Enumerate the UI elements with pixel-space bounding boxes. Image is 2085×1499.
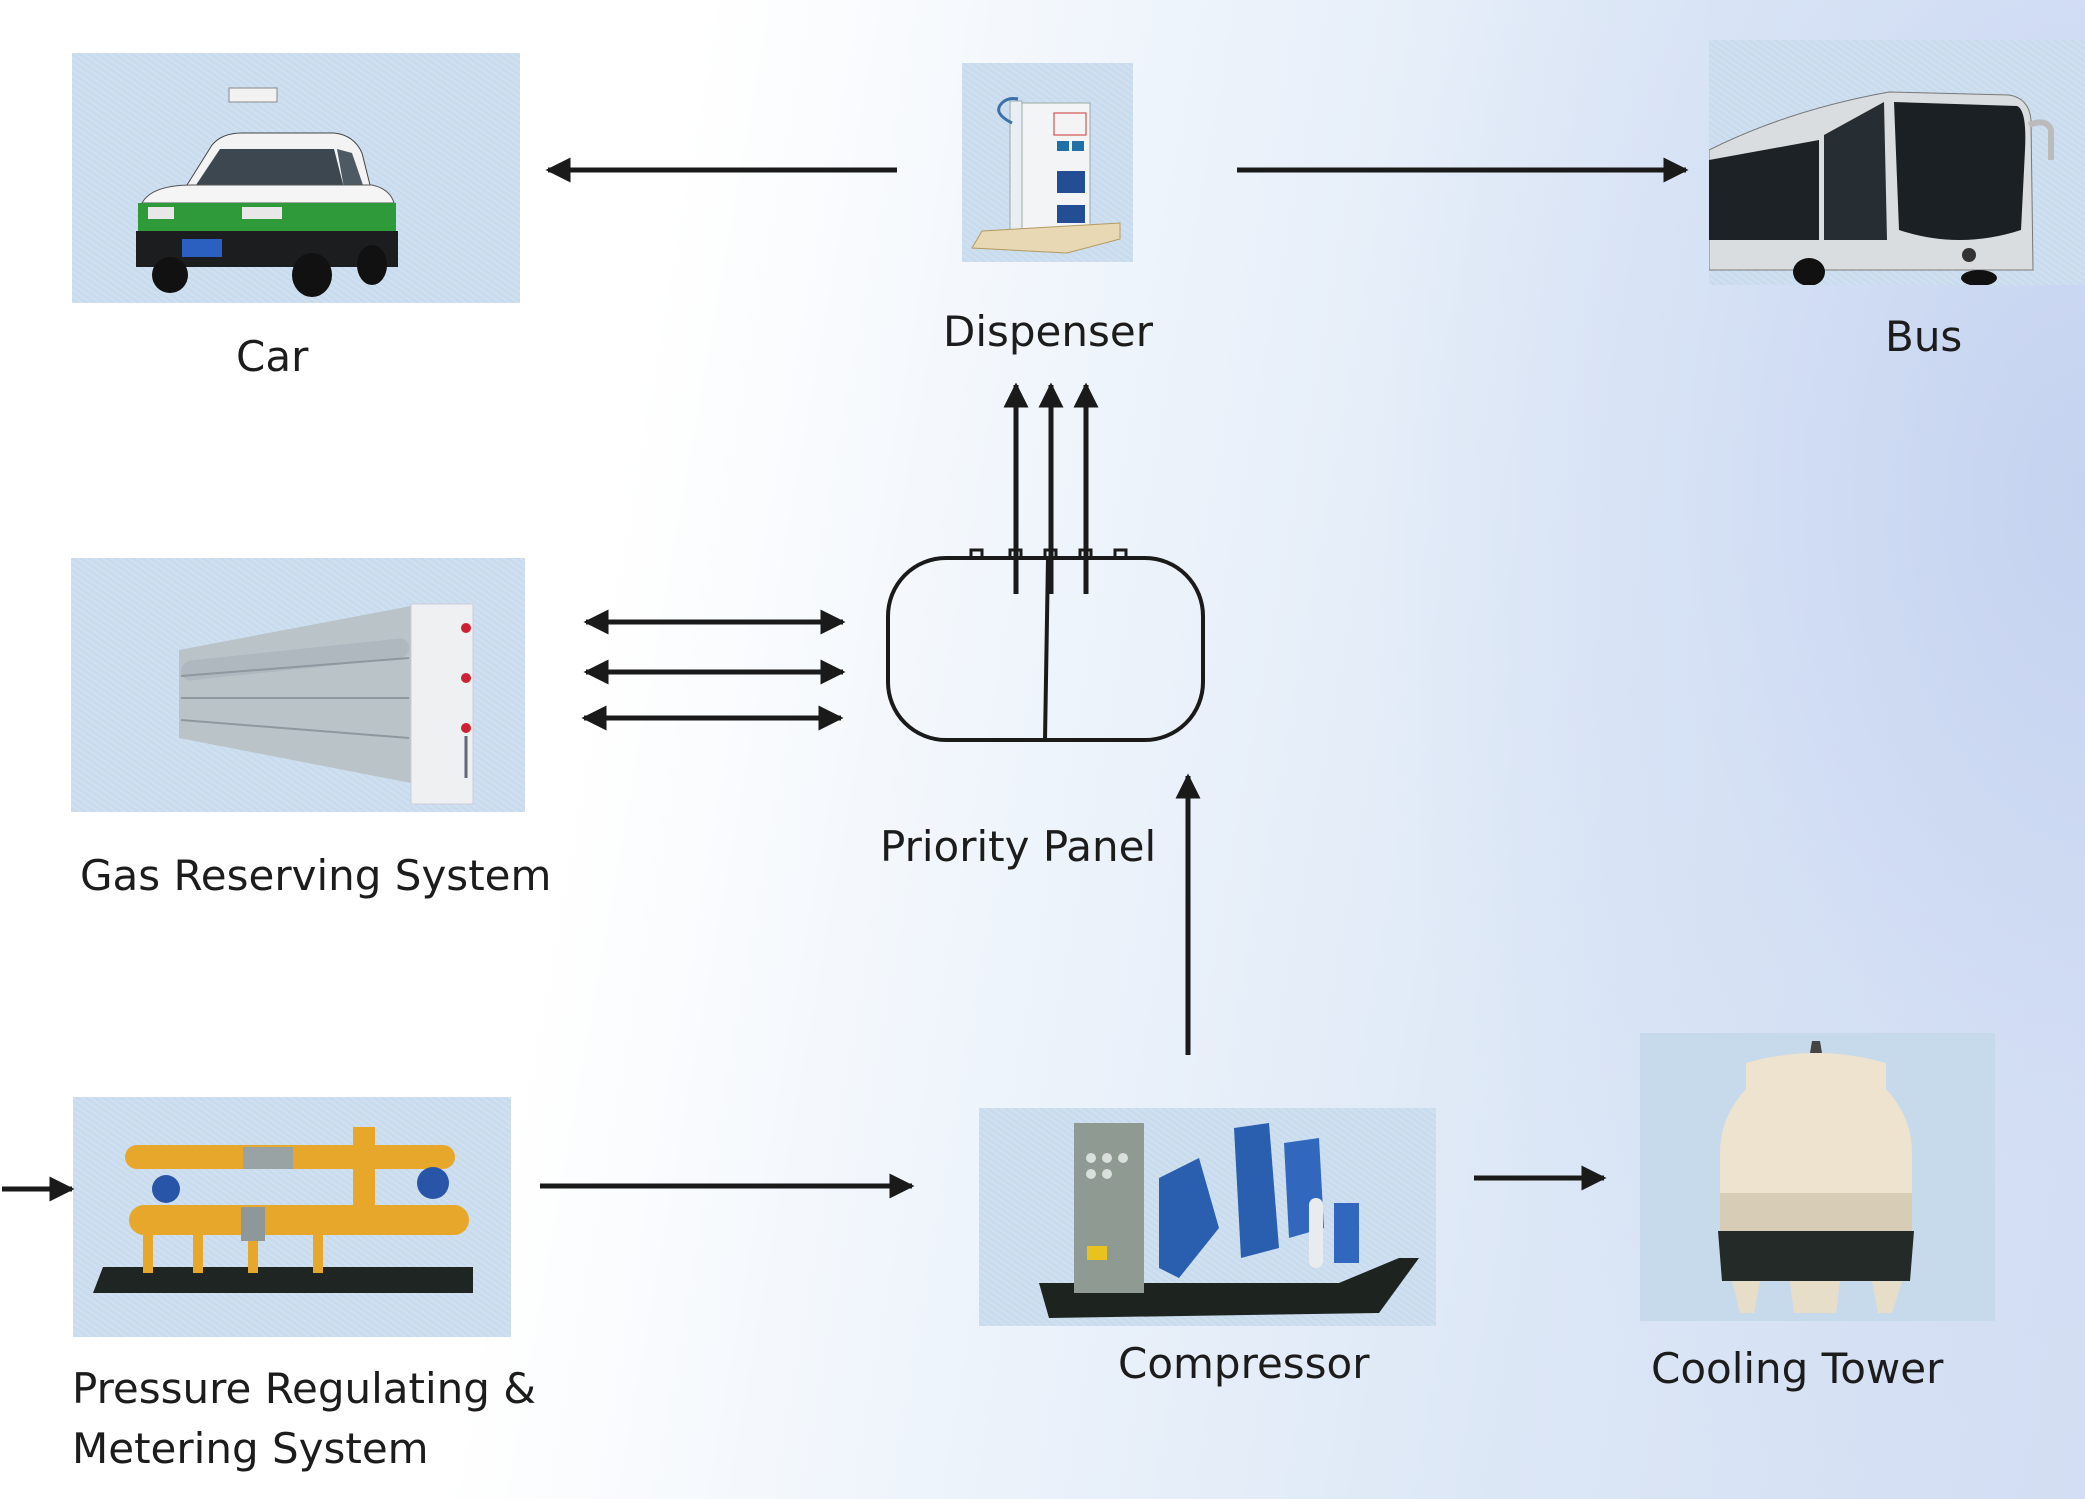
bus-photo xyxy=(1709,40,2085,285)
city-bus-icon xyxy=(1709,91,2054,285)
dispenser-photo xyxy=(962,63,1133,262)
bus-label: Bus xyxy=(1885,312,1963,361)
cooling-tower-label: Cooling Tower xyxy=(1651,1344,1944,1393)
compressor-skid-icon xyxy=(1039,1123,1419,1318)
dispenser-label: Dispenser xyxy=(943,307,1153,356)
prm-label-line1: Pressure Regulating & xyxy=(72,1364,537,1413)
pressure-regulating-skid-icon xyxy=(93,1127,473,1293)
gas-dispenser-icon xyxy=(971,97,1121,254)
priority-panel-label: Priority Panel xyxy=(880,822,1157,871)
car-label: Car xyxy=(236,332,309,381)
cooling-tower-photo xyxy=(1640,1033,1995,1321)
prm-photo xyxy=(73,1097,511,1337)
gas-storage-cylinders-icon xyxy=(179,603,474,805)
cooling-tower-icon xyxy=(1718,1041,1914,1313)
gas-reserving-photo xyxy=(71,558,525,812)
taxi-car-icon xyxy=(136,87,398,297)
car-photo xyxy=(72,53,520,303)
priority-panel-shape xyxy=(886,548,1205,742)
gas-reserving-label: Gas Reserving System xyxy=(80,851,552,900)
prm-label-line2: Metering System xyxy=(72,1424,429,1473)
compressor-label: Compressor xyxy=(1118,1339,1370,1388)
compressor-photo xyxy=(979,1108,1436,1326)
